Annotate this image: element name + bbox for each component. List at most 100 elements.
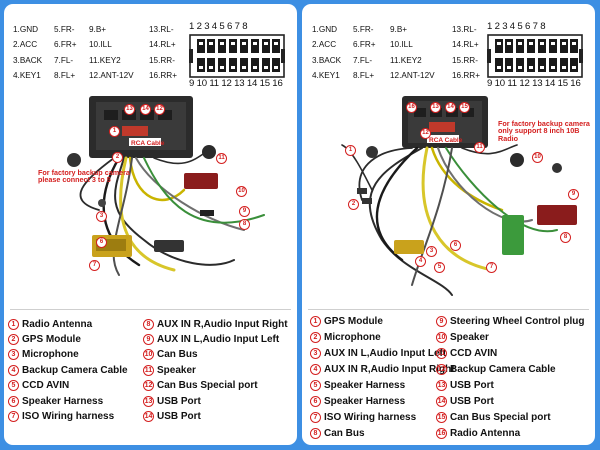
legend-label: Speaker Harness (22, 395, 104, 407)
callout-marker: 3 (426, 246, 437, 257)
legend-label: Radio Antenna (22, 318, 93, 330)
legend-number: 7 (310, 411, 321, 423)
legend-label: Steering Wheel Control plug (450, 315, 585, 327)
callout-marker: 5 (434, 262, 445, 273)
callout-marker: 2 (348, 199, 359, 210)
section-divider (10, 309, 291, 310)
pin-label: 12.ANT-12V (89, 70, 134, 80)
legend-number: 14 (143, 410, 154, 422)
legend-label: AUX IN L,Audio Input Left (157, 333, 280, 345)
legend-number: 12 (436, 363, 447, 375)
callout-marker: 14 (445, 102, 456, 113)
legend-label: USB Port (450, 379, 494, 391)
callout-marker: 12 (420, 128, 431, 139)
legend-label: Can Bus (157, 348, 198, 360)
pin-label: 8.FL+ (54, 70, 76, 80)
pin-label: 9.B+ (390, 25, 408, 34)
legend-number: 16 (436, 427, 447, 439)
pin-label: 1.GND (312, 25, 338, 34)
legend-number: 5 (310, 379, 321, 391)
pin-label: 14.RL+ (452, 40, 479, 50)
callout-marker: 8 (239, 219, 250, 230)
callout-marker: 7 (89, 260, 100, 271)
callout-marker: 7 (486, 262, 497, 273)
legend-number: 8 (143, 318, 154, 330)
callout-marker: 10 (532, 152, 543, 163)
legend-label: ISO Wiring harness (324, 411, 417, 423)
legend-label: Radio Antenna (450, 427, 521, 439)
legend-label: CCD AVIN (22, 379, 70, 391)
callout-marker: 12 (154, 104, 165, 115)
pinout-column-3: 9.B+ 10.ILL 11.KEY2 12.ANT-12V (390, 22, 435, 83)
callout-marker: 6 (450, 240, 461, 251)
legend-label: AUX IN R,Audio Input Right (157, 318, 288, 330)
pinout-column-2: 5.FR- 6.FR+ 7.FL- 8.FL+ (54, 22, 77, 83)
legend-label: AUX IN L,Audio Input Left (324, 347, 447, 359)
legend-label: Speaker Harness (324, 395, 406, 407)
legend-label: GPS Module (324, 315, 383, 327)
legend-label: ISO Wiring harness (22, 410, 115, 422)
pinout-column-4: 13.RL- 14.RL+ 15.RR- 16.RR+ (452, 22, 480, 83)
legend-number: 8 (310, 427, 321, 439)
legend-number: 12 (143, 379, 154, 391)
pin-label: 4.KEY1 (13, 70, 41, 80)
legend-number: 7 (8, 410, 19, 422)
legend-label: GPS Module (22, 333, 81, 345)
legend-number: 1 (310, 315, 321, 327)
pin-label: 7.FL- (353, 55, 373, 65)
callout-marker: 14 (140, 104, 151, 115)
pin-label: 3.BACK (13, 55, 43, 65)
legend-number: 13 (143, 395, 154, 407)
pin-label: 12.ANT-12V (390, 70, 435, 80)
pin-label: 1.GND (13, 25, 39, 34)
legend-number: 9 (143, 333, 154, 345)
legend-number: 3 (310, 347, 321, 359)
legend-number: 11 (143, 364, 154, 376)
pin-label: 13.RL- (452, 25, 477, 34)
rca-cable-label: RCA Cable (429, 137, 463, 144)
legend-label: AUX IN R,Audio Input Right (324, 363, 455, 375)
factory-camera-note: For factory backup camera please connect… (38, 168, 130, 185)
legend-label: Speaker (157, 364, 196, 376)
callout-marker: 11 (216, 153, 227, 164)
legend-number: 5 (8, 379, 19, 391)
callout-marker: 15 (459, 102, 470, 113)
callout-marker: 1 (345, 145, 356, 156)
callout-marker: 13 (124, 104, 135, 115)
right-wiring-panel: 1.GND 2.ACC 3.BACK 4.KEY1 5.FR- 6.FR+ 7.… (302, 4, 595, 445)
section-divider (308, 309, 589, 310)
legend-label: USB Port (157, 410, 201, 422)
pin-label: 15.RR- (452, 55, 478, 65)
legend-number: 11 (436, 347, 447, 359)
pin-label: 11.KEY2 (89, 55, 121, 65)
legend-number: 3 (8, 348, 19, 360)
connector-bottom-pin-numbers: 9 10 11 12 13 14 15 16 (189, 78, 283, 89)
callout-marker: 4 (415, 256, 426, 267)
wiring-harness-image: RCA Cable (67, 96, 265, 276)
pin-label: 5.FR- (54, 25, 75, 34)
legend-number: 6 (310, 395, 321, 407)
pin-label: 2.ACC (13, 40, 38, 50)
pin-label: 2.ACC (312, 40, 337, 50)
pin-label: 6.FR+ (353, 40, 376, 50)
connector-top-pin-numbers: 1 2 3 4 5 6 7 8 (487, 21, 546, 32)
